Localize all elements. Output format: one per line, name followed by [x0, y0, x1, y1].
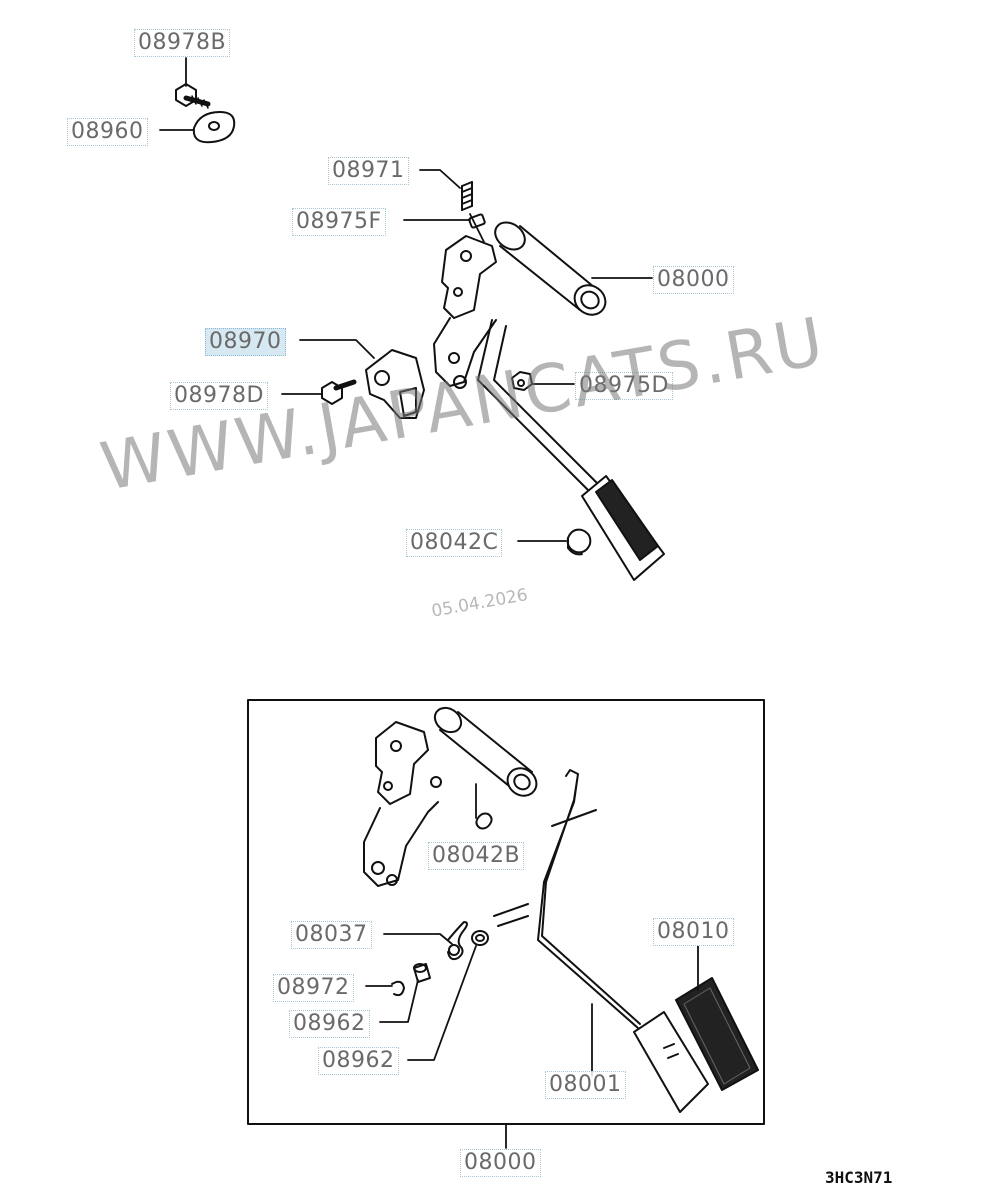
part-label-08000-kit[interactable]: 08000	[460, 1149, 541, 1177]
bushing-08962a-shape	[413, 963, 431, 983]
part-label-08001[interactable]: 08001	[545, 1071, 626, 1099]
drawing-code: 3HC3N71	[825, 1168, 893, 1187]
part-label-08042b[interactable]: 08042B	[428, 842, 525, 870]
upper-pedal-assembly-shape	[433, 221, 665, 581]
clip-08972-shape	[391, 980, 405, 997]
bolt-08978d-shape	[321, 379, 357, 405]
bolt-08978b-shape	[175, 83, 211, 109]
part-label-08960[interactable]: 08960	[67, 118, 148, 146]
part-label-08042c[interactable]: 08042C	[406, 529, 503, 557]
sensor-08970-shape	[365, 349, 425, 419]
pedal-pad-08010-shape	[675, 977, 759, 1091]
spring-08971-shape	[461, 181, 473, 211]
part-label-08962-first[interactable]: 08962	[289, 1010, 370, 1038]
part-label-08972[interactable]: 08972	[273, 974, 354, 1002]
stopper-08042c-shape	[566, 528, 592, 556]
part-label-08962-second[interactable]: 08962	[318, 1047, 399, 1075]
part-label-08975d[interactable]: 08975D	[575, 372, 673, 400]
gasket-08960-shape	[192, 111, 236, 144]
part-label-08971[interactable]: 08971	[328, 157, 409, 185]
stopper-08042b-shape	[475, 812, 493, 830]
part-label-08978d[interactable]: 08978D	[170, 382, 268, 410]
part-label-08010[interactable]: 08010	[653, 918, 734, 946]
part-label-08975f[interactable]: 08975F	[292, 208, 386, 236]
leader-lines-bottom	[365, 783, 699, 1149]
nut-08975d-shape	[511, 371, 533, 391]
part-label-08970[interactable]: 08970	[205, 328, 286, 356]
part-label-08037[interactable]: 08037	[291, 921, 372, 949]
spring-08037-shape	[447, 921, 468, 961]
pedal-arm-08001-shape	[493, 769, 709, 1113]
part-label-08978b[interactable]: 08978B	[134, 29, 231, 57]
part-label-08000-upper[interactable]: 08000	[653, 266, 734, 294]
bushing-08962b-shape	[471, 930, 489, 946]
pin-08975f-shape	[468, 213, 486, 229]
leader-lines-top	[159, 57, 653, 542]
lower-bracket-shape	[363, 706, 538, 887]
